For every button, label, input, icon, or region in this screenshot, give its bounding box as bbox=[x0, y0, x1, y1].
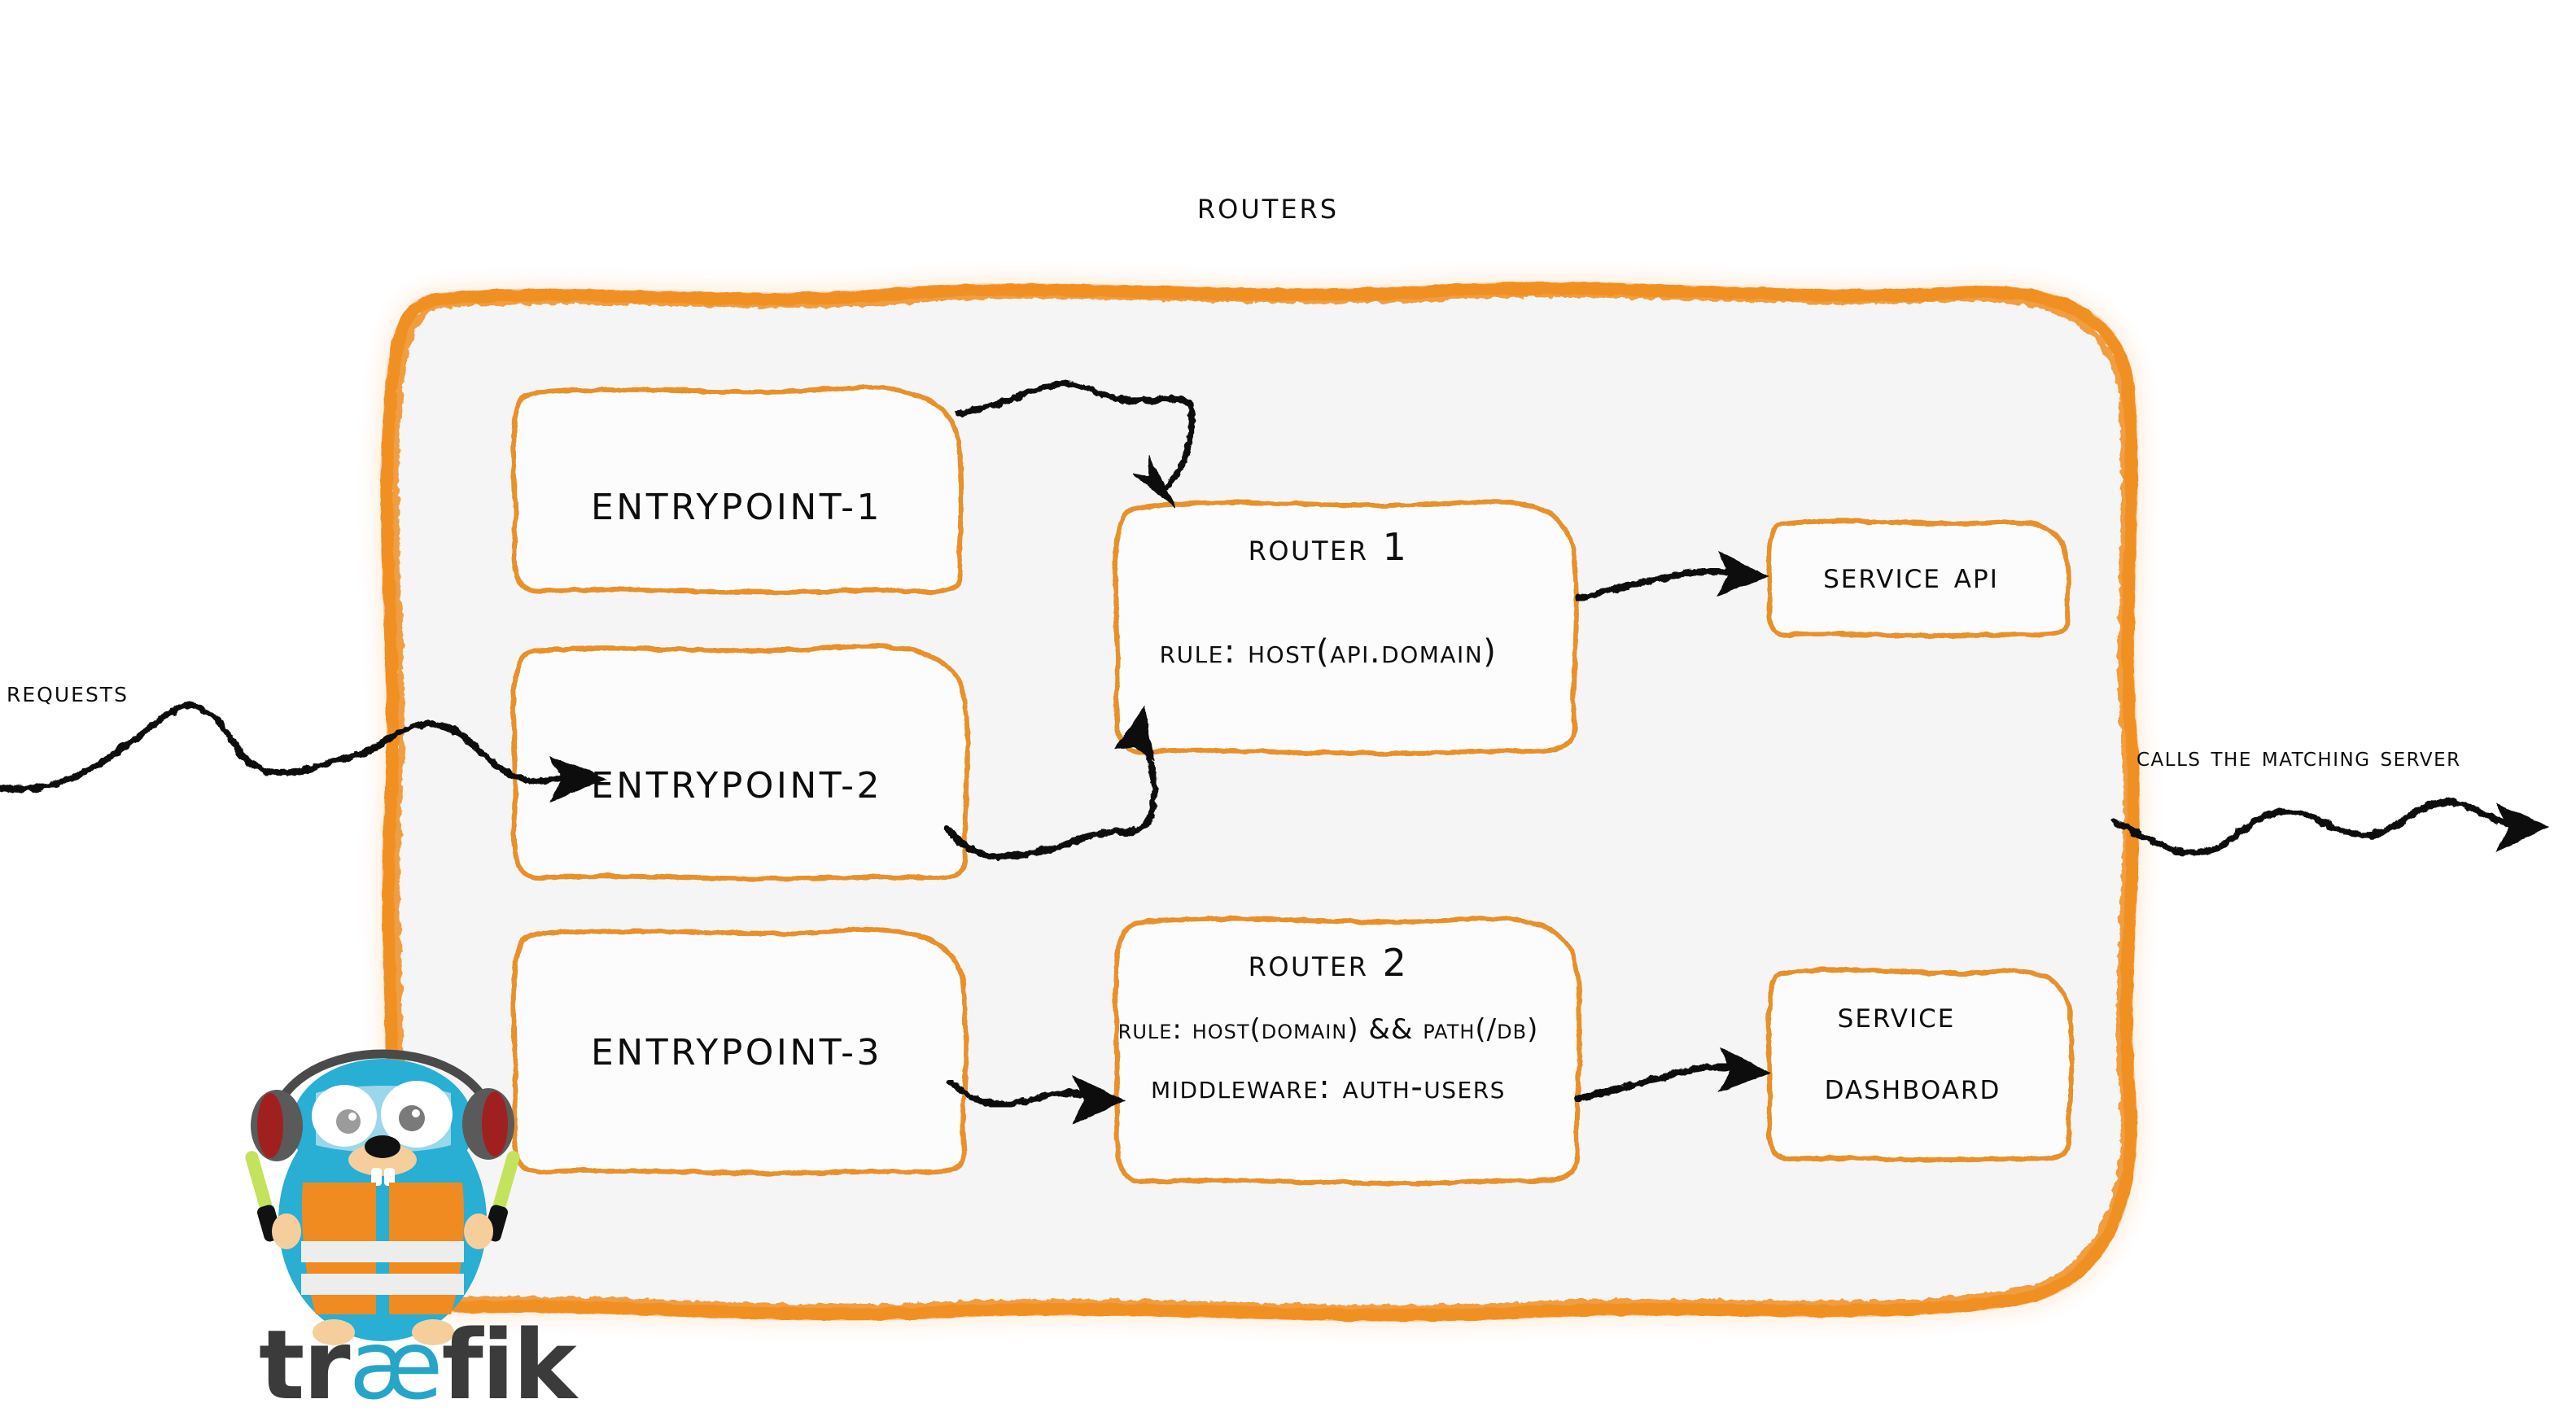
service-api-label: Service API bbox=[1823, 555, 1999, 597]
router-1-rule: rule: Host(api.domain) bbox=[1159, 633, 1498, 671]
arrow-router2-to-service-dashboard bbox=[1576, 1047, 1771, 1102]
arrow-router1-to-service-api bbox=[1576, 550, 1769, 601]
router-1-name: Router 1 bbox=[1248, 525, 1409, 569]
entrypoint-1-box[interactable] bbox=[510, 385, 964, 595]
router-2-rule: rule: Host(domain) && Path(/db) bbox=[1117, 1013, 1539, 1046]
requests-label: Requests bbox=[7, 676, 129, 709]
router-2-middleware: Middleware: auth-users bbox=[1151, 1069, 1506, 1106]
service-dashboard-label-line1: Service bbox=[1837, 995, 1956, 1036]
router-2-box[interactable] bbox=[1113, 916, 1582, 1186]
entrypoint-2-label: entrypoint-2 bbox=[591, 765, 882, 807]
calls-matching-server-label: Calls the matching server bbox=[2136, 741, 2461, 772]
wordmark-suffix: fik bbox=[441, 1309, 576, 1421]
service-api-box[interactable] bbox=[1766, 518, 2071, 639]
traefik-wordmark: træfik bbox=[259, 1317, 577, 1413]
router-2-name: Router 2 bbox=[1248, 941, 1409, 985]
entrypoint-1-label: entrypoint-1 bbox=[591, 487, 882, 528]
arrow-entrypoint3-to-router2 bbox=[947, 1074, 1126, 1126]
arrow-entrypoint1-to-router1 bbox=[956, 380, 1196, 509]
arrow-entrypoint2-to-router1 bbox=[944, 705, 1158, 860]
arrows-layer bbox=[0, 380, 2551, 1126]
page-title: Routers bbox=[1196, 183, 1340, 227]
arrow-requests-to-panel bbox=[0, 702, 608, 803]
traefik-gopher-logo bbox=[245, 1049, 520, 1345]
wordmark-ligature: æ bbox=[348, 1309, 444, 1421]
service-dashboard-label-line2: Dashboard bbox=[1824, 1066, 2001, 1108]
service-dashboard-box[interactable] bbox=[1766, 967, 2075, 1163]
router-1-box[interactable] bbox=[1113, 499, 1579, 756]
entrypoint-2-box[interactable] bbox=[510, 643, 970, 881]
arrow-panel-to-matching-server bbox=[2111, 798, 2551, 857]
wordmark-prefix: tr bbox=[259, 1309, 351, 1421]
entrypoint-3-label: entrypoint-3 bbox=[591, 1032, 882, 1073]
entrypoint-3-box[interactable] bbox=[510, 927, 969, 1176]
